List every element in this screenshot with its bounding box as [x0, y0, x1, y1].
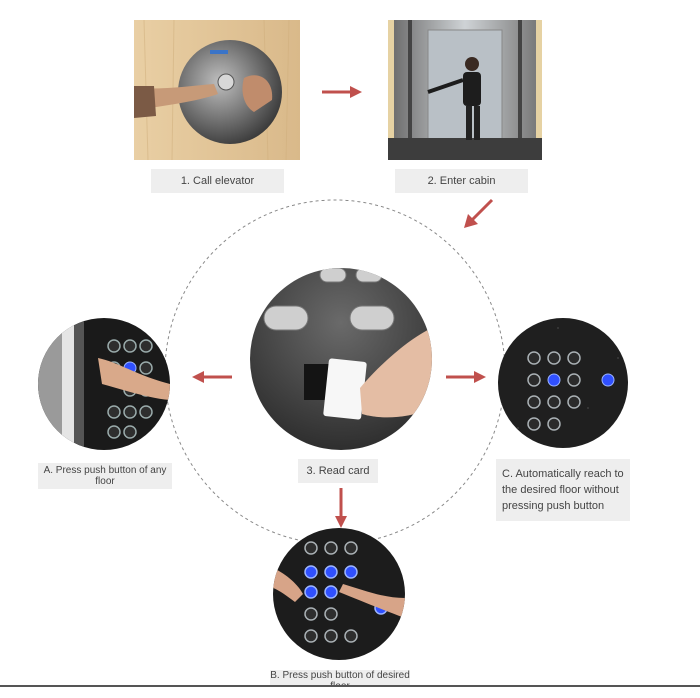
photo-enter-cabin [388, 20, 542, 160]
access-card-icon [323, 358, 367, 420]
photo-read-card [250, 268, 432, 450]
bottom-divider [0, 685, 700, 687]
photo-press-any-floor [38, 318, 170, 450]
step-enter-cabin-label: 2. Enter cabin [395, 169, 528, 193]
arrow-icon [335, 488, 347, 528]
step-b-desired-floor-label: B. Press push button of desired floor [270, 670, 410, 686]
step-call-elevator-label: 1. Call elevator [151, 169, 284, 193]
step-a-any-floor-label: A. Press push button of any floor [38, 463, 172, 489]
arrow-icon [192, 371, 232, 383]
step-read-card-label: 3. Read card [298, 459, 378, 483]
photo-press-desired-floor [273, 528, 405, 660]
photo-call-elevator [134, 20, 300, 160]
arrow-icon [464, 198, 494, 228]
arrow-icon [446, 371, 486, 383]
step-c-automatic-label: C. Automatically reach to the desired fl… [496, 459, 630, 521]
photo-automatic-floor [498, 318, 628, 448]
arrow-icon [322, 86, 362, 98]
